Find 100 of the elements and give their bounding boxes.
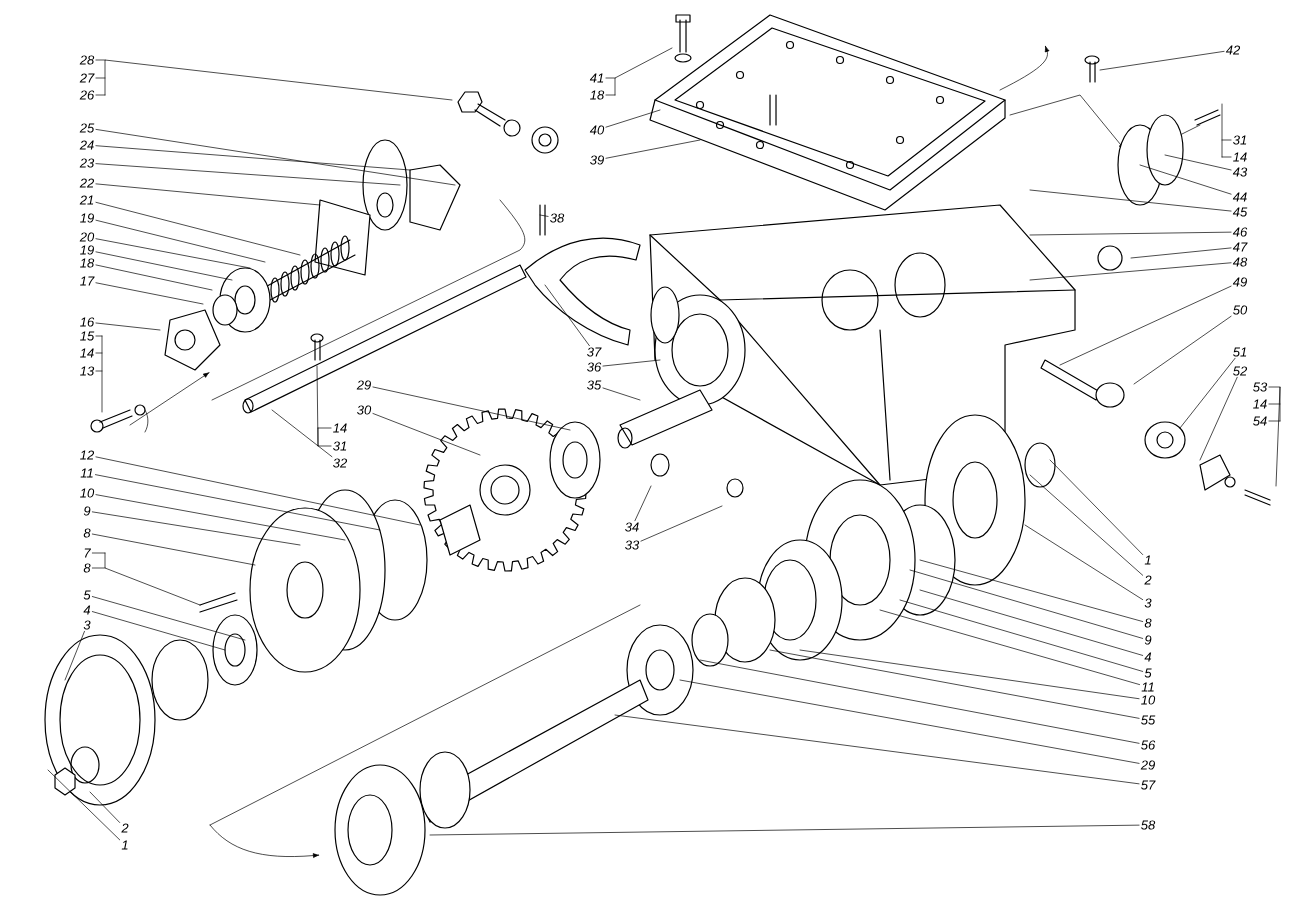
callout-number: 5 (1144, 668, 1152, 678)
leader-line (95, 59, 453, 101)
callout-number: 10 (1141, 695, 1156, 705)
callout-number: 21 (79, 195, 94, 205)
callout-number: 17 (80, 276, 95, 286)
callout-number: 22 (79, 178, 95, 188)
leader-line (602, 387, 641, 401)
leader-line (91, 552, 201, 606)
leader-line (1164, 154, 1232, 171)
leader-line (1133, 315, 1232, 385)
callout-number: 49 (1232, 277, 1247, 287)
callout-number: 10 (80, 488, 95, 498)
leader-line (1059, 285, 1232, 366)
callout-number: 26 (79, 90, 95, 100)
leader-line (1029, 189, 1232, 212)
leader-line (1221, 103, 1232, 158)
leader-line (1029, 474, 1144, 576)
leader-line (91, 596, 246, 641)
leader-line (919, 559, 1144, 622)
leader-line (95, 335, 103, 413)
callout-number: 46 (1232, 227, 1248, 237)
callout-number: 56 (1141, 740, 1156, 750)
callout-number: 29 (356, 380, 371, 390)
callout-number: 4 (1144, 652, 1152, 662)
callout-number: 54 (1253, 416, 1267, 426)
leader-line (1029, 262, 1232, 281)
leader-line (95, 238, 251, 269)
leader-line (544, 284, 590, 347)
leader-line (1099, 51, 1225, 71)
leader-line (1268, 386, 1281, 487)
leader-line (919, 589, 1144, 656)
leader-line (316, 365, 332, 447)
callout-number: 35 (587, 380, 602, 390)
callout-number: 9 (1144, 635, 1152, 645)
leader-line (95, 264, 213, 291)
callout-number: 38 (550, 213, 565, 223)
leader-line (95, 129, 456, 186)
callout-number: 27 (79, 73, 95, 83)
leader-line (634, 485, 652, 522)
leader-line (95, 282, 204, 305)
callout-number: 43 (1232, 167, 1248, 177)
leader-line (95, 183, 321, 206)
leader-line (95, 219, 266, 263)
callout-number: 23 (79, 158, 95, 168)
callout-number: 5 (83, 590, 91, 600)
callout-number: 47 (1232, 242, 1248, 252)
callout-number: 3 (1144, 598, 1152, 608)
leader-line (95, 201, 301, 256)
callout-number: 11 (1141, 682, 1154, 692)
leader-line (614, 714, 1140, 785)
leader-line (1049, 459, 1144, 555)
leader-line (909, 569, 1144, 639)
callout-number: 9 (83, 506, 91, 516)
callout-number: 14 (1253, 399, 1267, 409)
leader-line (89, 791, 121, 823)
callout-number: 44 (1232, 192, 1247, 202)
callout-number: 8 (83, 528, 91, 538)
callout-number: 30 (357, 405, 372, 415)
leader-line (605, 139, 701, 159)
leader-line (91, 511, 301, 546)
leader-line (95, 456, 421, 526)
leader-line (95, 163, 401, 186)
callout-number: 34 (625, 522, 639, 532)
callout-number: 2 (1144, 575, 1152, 585)
callout-number: 19 (80, 213, 94, 223)
leader-line (1199, 376, 1238, 461)
callout-number: 20 (79, 232, 95, 242)
callout-number: 13 (80, 366, 95, 376)
callout-number: 11 (80, 468, 93, 478)
callout-number: 39 (590, 155, 604, 165)
callout-number: 3 (83, 620, 91, 630)
callout-number: 55 (1141, 715, 1156, 725)
leader-line (429, 824, 1140, 836)
callout-number: 18 (80, 258, 95, 268)
leader-line (605, 109, 661, 128)
leader-line (91, 611, 226, 651)
callout-number: 31 (333, 441, 347, 451)
leader-line (95, 145, 411, 171)
callout-number: 42 (1225, 45, 1241, 55)
leader-line (271, 409, 333, 458)
callout-number: 57 (1141, 780, 1156, 790)
callout-number: 29 (1140, 760, 1155, 770)
callout-number: 45 (1232, 207, 1248, 217)
callout-number: 2 (121, 823, 129, 833)
leader-line (95, 322, 161, 331)
callout-number: 41 (589, 73, 604, 83)
callout-number: 37 (587, 347, 602, 357)
callout-number: 7 (84, 548, 92, 558)
callout-number: 1 (1144, 555, 1151, 565)
callout-number: 24 (79, 140, 94, 150)
callout-number: 33 (625, 540, 640, 550)
callout-number: 58 (1141, 820, 1156, 830)
leader-line (64, 630, 85, 681)
callout-number: 31 (1233, 135, 1247, 145)
callout-number: 51 (1233, 347, 1247, 357)
leader-line (769, 649, 1140, 719)
leader-line (1029, 231, 1232, 236)
callout-number: 18 (590, 90, 605, 100)
leader-line (372, 413, 481, 456)
callout-number: 19 (80, 245, 94, 255)
